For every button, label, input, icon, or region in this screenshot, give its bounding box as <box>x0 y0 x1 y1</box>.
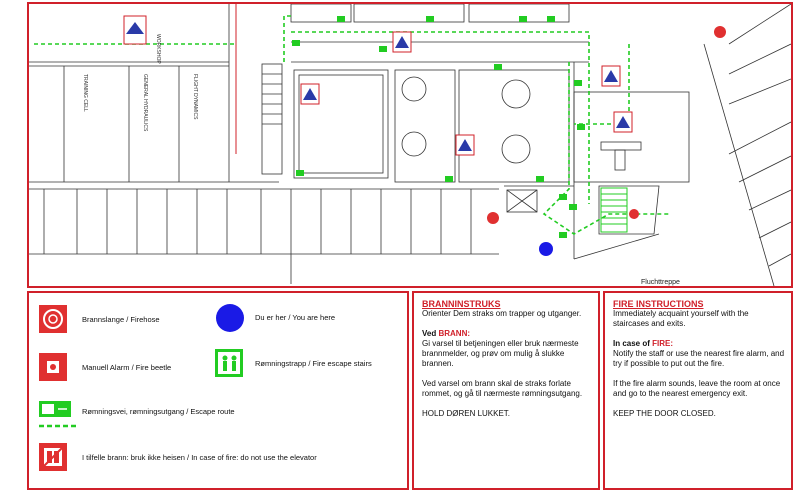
legend-panel: Brannslange / Firehose Du er her / You a… <box>27 291 409 490</box>
legend-escape-route: Rømningsvei, rømningsutgang / Escape rou… <box>82 407 235 416</box>
plan-room-label: GENERAL HYDRAULICS <box>142 74 148 132</box>
norwegian-instructions: BRANNINSTRUKS Orienter Dem straks om tra… <box>412 291 600 490</box>
legend-elevator: I tilfelle brann: bruk ikke heisen / In … <box>82 453 317 462</box>
you-are-here-icon <box>216 304 244 332</box>
english-step1: Notify the staff or use the nearest fire… <box>613 349 785 368</box>
norwegian-intro: Orienter Dem straks om trapper og utgang… <box>422 309 582 318</box>
legend-you-are-here: Du er her / You are here <box>255 313 336 322</box>
escape-route-line-icon <box>39 424 79 428</box>
english-step2: If the fire alarm sounds, leave the room… <box>613 379 781 398</box>
elevator-icon <box>39 443 67 471</box>
escape-route-icon <box>39 401 71 417</box>
plan-room-label: FLIGHT DYNAMICS <box>192 74 198 120</box>
legend-fire-hose: Brannslange / Firehose <box>82 315 160 324</box>
fire-alarm-icon <box>39 353 67 381</box>
plan-room-label: TRAINING CELL <box>82 74 88 112</box>
english-title: FIRE INSTRUCTIONS <box>613 299 704 309</box>
english-intro: Immediately acquaint yourself with the s… <box>613 309 749 328</box>
norwegian-closing: HOLD DØREN LUKKET. <box>422 409 511 418</box>
legend-manual-alarm: Manuell Alarm / Fire beetle <box>82 363 172 372</box>
norwegian-ved-line: Ved BRANN: <box>422 329 592 339</box>
floor-plan-drawing: TRAINING CELL GENERAL HYDRAULICS FLIGHT … <box>29 4 791 286</box>
escape-stairs-icon <box>215 349 243 377</box>
english-in-case-line: In case of FIRE: <box>613 339 785 349</box>
legend-escape-stairs: Rømningstrapp / Fire escape stairs <box>255 359 372 368</box>
norwegian-step2: Ved varsel om brann skal de straks forla… <box>422 379 583 398</box>
fire-hose-icon <box>39 305 67 333</box>
english-fire: FIRE: <box>652 339 674 348</box>
english-in-case: In case of <box>613 339 653 348</box>
norwegian-ved: Ved <box>422 329 439 338</box>
floor-plan: TRAINING CELL GENERAL HYDRAULICS FLIGHT … <box>27 2 793 288</box>
english-instructions: FIRE INSTRUCTIONS Immediately acquaint y… <box>603 291 793 490</box>
plan-room-label: WORKSHOP <box>155 34 161 64</box>
exit-label: Fluchttreppe <box>641 279 680 286</box>
norwegian-title: BRANNINSTRUKS <box>422 299 501 309</box>
norwegian-step1: Gi varsel til betjeningen eller bruk nær… <box>422 339 579 368</box>
norwegian-brann: BRANN: <box>438 329 471 338</box>
english-closing: KEEP THE DOOR CLOSED. <box>613 409 716 418</box>
